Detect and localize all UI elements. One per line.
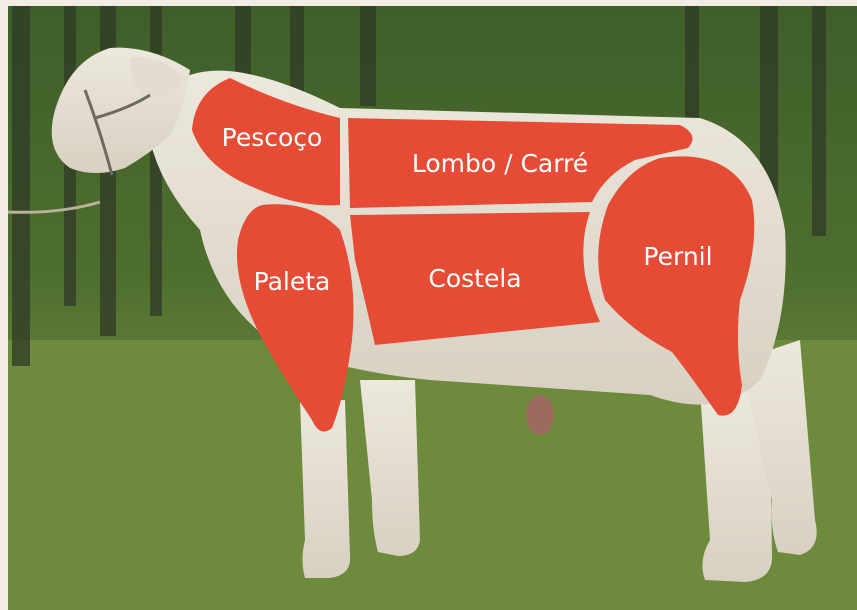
label-paleta: Paleta [254,267,331,296]
lead-rope [7,200,101,214]
cut-region-paleta [236,204,354,432]
label-pernil: Pernil [643,242,712,271]
cut-region-lombo [348,118,693,208]
label-lombo: Lombo / Carré [412,149,588,178]
label-costela: Costela [428,264,521,293]
halter [83,89,151,176]
cut-region-costela [350,212,600,345]
label-pescoco: Pescoço [222,123,323,152]
cut-region-pernil [598,156,755,416]
cut-region-pescoco [192,78,340,206]
